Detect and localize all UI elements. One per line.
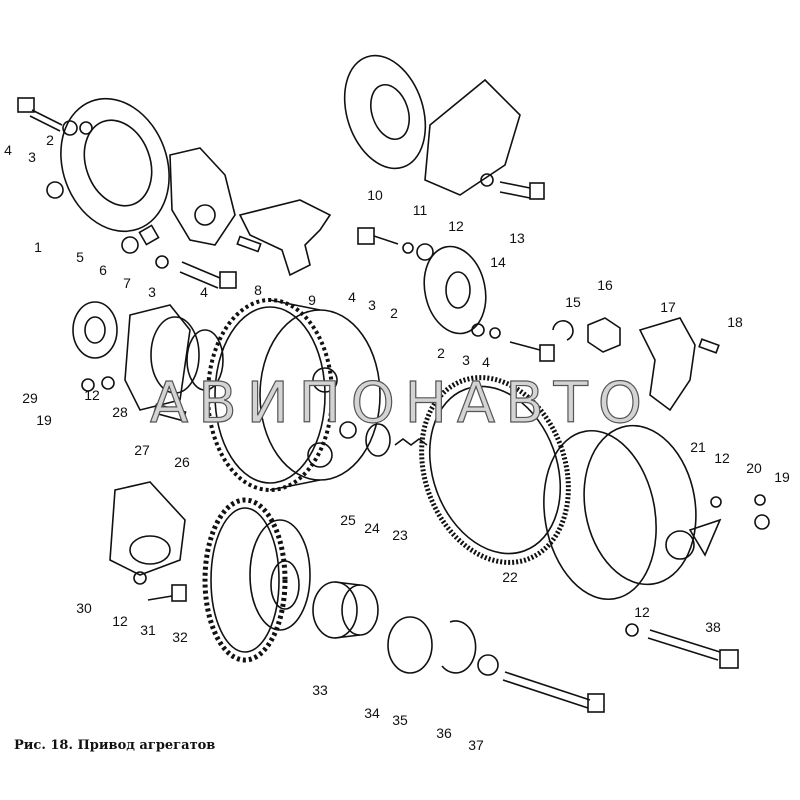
callout-label: 36: [436, 725, 452, 741]
callout-label: 2: [46, 132, 54, 148]
washer: [46, 181, 64, 199]
nut: [587, 317, 621, 353]
long-bolt: [502, 671, 605, 713]
watermark: АВИПОНАВТО: [149, 371, 652, 436]
callout-label: 35: [392, 712, 408, 728]
callout-label: 6: [99, 262, 107, 278]
callout-label: 21: [690, 439, 706, 455]
callout-label: 1: [34, 239, 42, 255]
bolt: [138, 224, 160, 246]
callout-label: 4: [482, 354, 490, 370]
callout-label: 11: [412, 202, 428, 218]
callout-label: 32: [172, 629, 188, 645]
callout-label: 12: [714, 450, 730, 466]
callout-label: 4: [200, 284, 208, 300]
callout-label: 4: [348, 289, 356, 305]
washer: [79, 121, 93, 135]
callout-label: 3: [368, 297, 376, 313]
callout-label: 12: [84, 387, 100, 403]
callout-label: 28: [112, 404, 128, 420]
callout-label: 10: [367, 187, 383, 203]
nut: [155, 255, 169, 269]
callout-label: 16: [597, 277, 613, 293]
callout-label: 13: [509, 230, 525, 246]
callout-label: 12: [112, 613, 128, 629]
mounting-plate: [424, 78, 521, 196]
callout-label: 7: [123, 275, 131, 291]
coupling: [638, 317, 696, 412]
washer: [62, 120, 78, 136]
callout-label: 22: [502, 569, 518, 585]
callout-label: 3: [28, 149, 36, 165]
figure-caption: Рис. 18. Привод агрегатов: [14, 738, 216, 753]
callout-label: 15: [565, 294, 581, 310]
callout-label: 38: [705, 619, 721, 635]
callout-label: 3: [462, 352, 470, 368]
bushing: [312, 581, 379, 639]
callout-label: 24: [364, 520, 380, 536]
cover-disc: [423, 245, 487, 335]
support-bracket: [109, 481, 186, 576]
ring: [387, 616, 433, 674]
bolt: [499, 181, 545, 200]
callout-label: 34: [364, 705, 380, 721]
bolt: [179, 261, 237, 289]
callout-label: 9: [308, 292, 316, 308]
callout-label: 19: [774, 469, 790, 485]
flange-plate: [60, 97, 170, 233]
callout-label: 8: [254, 282, 262, 298]
callout-label: 20: [746, 460, 762, 476]
callout-label: 23: [392, 527, 408, 543]
bolt: [509, 341, 555, 362]
callout-label: 3: [148, 284, 156, 300]
lever: [238, 199, 332, 277]
lock-washer: [552, 320, 574, 341]
intermediate-gear: [202, 497, 311, 663]
washer: [477, 654, 499, 676]
drive-gear-housing: [206, 298, 381, 492]
callout-label: 5: [76, 249, 84, 265]
callout-label: 27: [134, 442, 150, 458]
callout-label: 4: [4, 142, 12, 158]
bolt: [17, 97, 63, 132]
callout-label: 19: [36, 412, 52, 428]
callout-label: 2: [437, 345, 445, 361]
callout-label: 30: [76, 600, 92, 616]
callout-label: 2: [390, 305, 398, 321]
bearing-flange: [124, 304, 191, 411]
eccentric-disc: [343, 54, 427, 170]
snap-ring: [441, 620, 477, 674]
callout-label: 37: [468, 737, 484, 753]
callout-label: 17: [660, 299, 676, 315]
washer: [121, 236, 139, 254]
callout-label: 26: [174, 454, 190, 470]
gear-cover: [543, 424, 722, 601]
long-bolt: [647, 629, 739, 669]
callout-label: 18: [727, 314, 743, 330]
callout-label: 12: [634, 604, 650, 620]
callout-label: 25: [340, 512, 356, 528]
callout-label: 33: [312, 682, 328, 698]
bearing: [72, 301, 118, 359]
bolt: [147, 584, 187, 602]
callout-label: 12: [448, 218, 464, 234]
callout-label: 31: [140, 622, 156, 638]
bracket-housing: [169, 147, 236, 246]
callout-label: 14: [490, 254, 506, 270]
callout-label: 29: [22, 390, 38, 406]
key: [236, 235, 262, 253]
